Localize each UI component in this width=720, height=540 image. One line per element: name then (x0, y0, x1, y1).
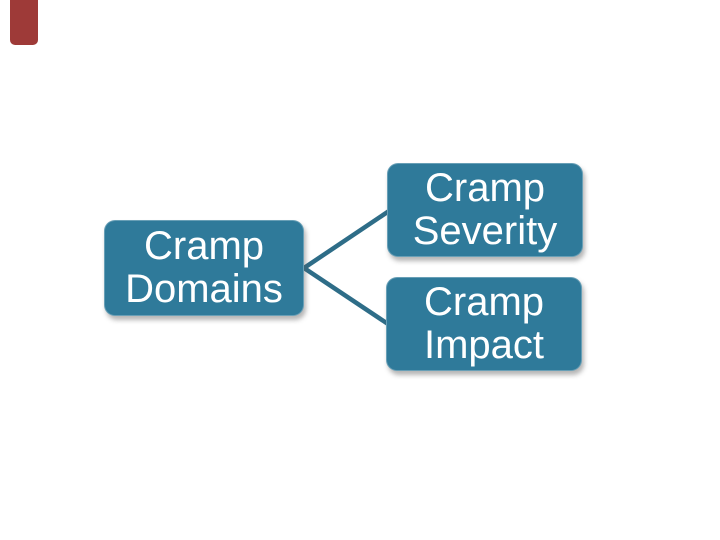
connector-domains-impact (301, 265, 391, 327)
corner-accent-shape (10, 0, 38, 45)
node-cramp-domains-label: Cramp Domains (125, 223, 283, 311)
node-cramp-impact-label: Cramp Impact (423, 279, 545, 367)
node-cramp-domains: Cramp Domains (104, 220, 304, 316)
node-cramp-severity: Cramp Severity (387, 163, 583, 257)
connector-domains-severity (301, 208, 392, 271)
node-cramp-impact: Cramp Impact (386, 277, 582, 371)
node-cramp-severity-label: Cramp Severity (412, 165, 558, 253)
